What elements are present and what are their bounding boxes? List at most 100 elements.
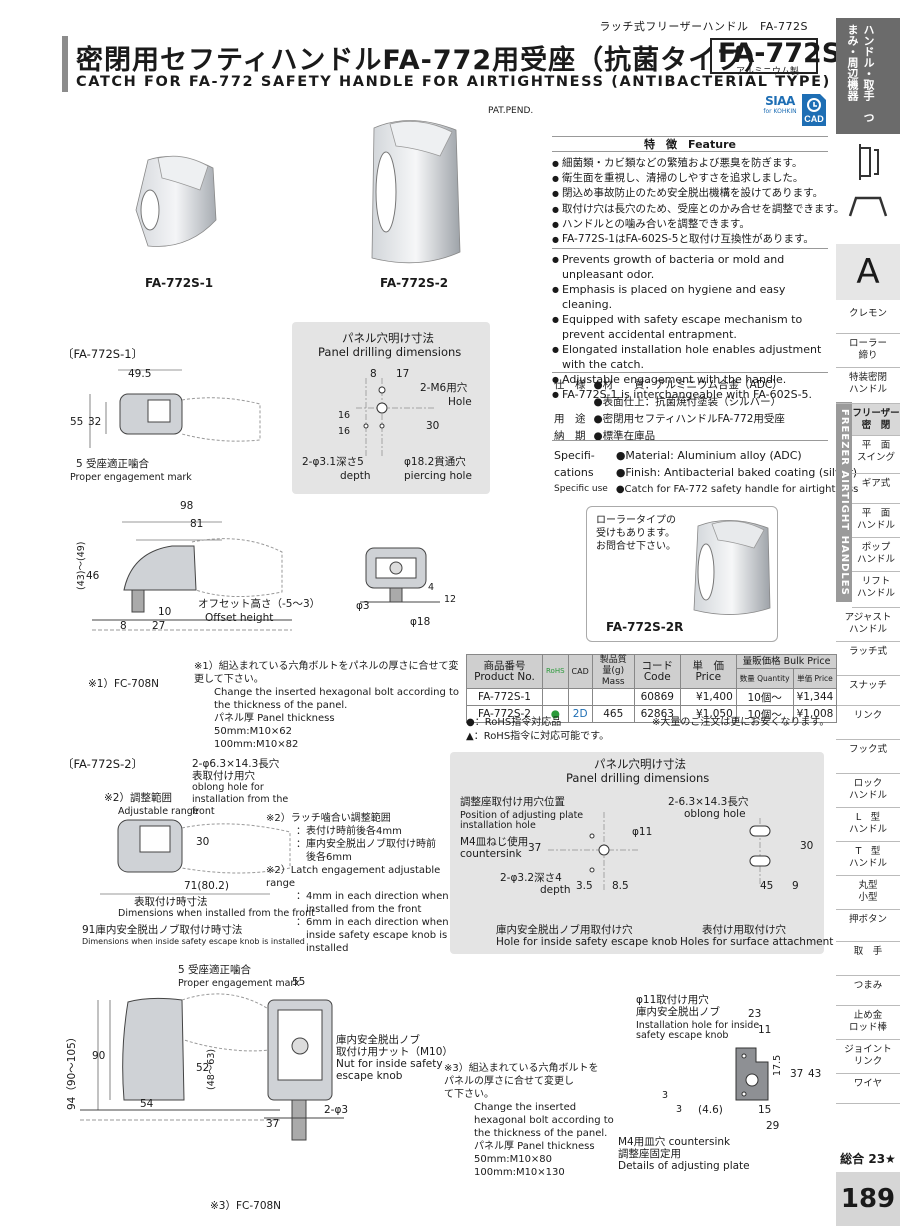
panel2-diagram-right (749, 818, 771, 884)
side-item[interactable]: 平 面 ハンドル (852, 504, 900, 538)
side-item[interactable]: ラッチ式 (836, 642, 900, 676)
feature-en: Adjustable engagement with the handle. (552, 372, 837, 387)
product-table: 商品番号 Product No. RoHS CAD 製品質量(g) Mass コ… (466, 653, 838, 723)
plate-cs-jp: M4用皿穴 (618, 1136, 666, 1148)
plate-43: 43 (808, 1068, 822, 1080)
note1-thickness: パネル厚 Panel thickness (214, 713, 335, 724)
cad-icon[interactable]: CAD (800, 92, 828, 128)
rohs-note-2: ▲：RoHS指令に対応可能です。 (466, 731, 610, 742)
panel1-title-jp: パネル穴明け寸法 (342, 331, 434, 345)
panel1-diagram (356, 378, 436, 458)
note1-en: Change the inserted hexagonal bolt accor… (214, 687, 460, 711)
s2-inside-en: Dimensions when inside safety escape kno… (82, 937, 305, 946)
th-qty: 数量 Quantity (735, 668, 794, 689)
side-item[interactable]: 特装密閉 ハンドル (836, 368, 900, 404)
side-item[interactable]: リンク (836, 706, 900, 740)
side-item[interactable]: スナッチ (836, 676, 900, 706)
plate-title-en: Installation hole for inside (636, 1020, 760, 1031)
side-item[interactable]: ポップ ハンドル (852, 538, 900, 572)
cell-bulk: ¥1,008 (792, 705, 838, 723)
cell-code: 62863 (633, 705, 681, 723)
side-category-label: ハンドル・取手 つまみ・周辺機器 (846, 24, 875, 123)
side-item[interactable]: 丸型 小型 (836, 876, 900, 910)
handle-icon (859, 144, 879, 180)
roller-note: ローラータイプの受けもあります。お問合せ下さい。 (596, 515, 676, 552)
spec-val: ●材 質：アルミニウム合金（ADC） (593, 379, 783, 391)
cell-bulk: ¥1,344 (792, 688, 838, 706)
th-rohs-label: RoHS (546, 667, 565, 675)
plate-37: 37 (790, 1068, 804, 1080)
s2-oblong: 2-φ6.3×14.3長穴 (192, 758, 280, 770)
panel1-pierce-en: piercing hole (404, 470, 472, 482)
engage-mark-en: Proper engagement mark (70, 472, 192, 483)
feature-en: Elongated installation hole enables adju… (552, 342, 837, 372)
note2-jp-2: ：庫内安全脱出ノブ取付け時前 (296, 839, 436, 850)
side-category[interactable]: ハンドル・取手 つまみ・周辺機器 (836, 18, 900, 134)
plate-cs-en: countersink (668, 1136, 731, 1148)
drawing-s2-side (80, 993, 280, 1121)
side-item[interactable]: 取 手 (836, 942, 900, 976)
side-item[interactable]: アジャスト ハンドル (836, 608, 900, 642)
s2-knob-en: Nut for inside safety (336, 1058, 443, 1070)
panel2-37: 37 (528, 842, 542, 854)
cell-rohs (542, 688, 569, 706)
s2-71: 71(80.2) (184, 880, 229, 892)
panel1-pierce: φ18.2貫通穴 (404, 456, 466, 468)
feature-jp: 衛生面を重視し、清掃のしやすさを追求しました。 (552, 171, 844, 186)
spec-val: ●Material: Aluminium alloy (ADC) (615, 449, 802, 462)
spec-key: Specific use (554, 484, 608, 494)
side-item[interactable]: フック式 (836, 740, 900, 774)
s2-knob-jp2: 取付け用ナット（M10） (336, 1046, 453, 1058)
side-item[interactable]: L 型 ハンドル (836, 808, 900, 842)
panel2-45: 45 (760, 880, 774, 892)
side-item[interactable]: つまみ (836, 976, 900, 1006)
section-label-s2: 〔FA-772S-2〕 (62, 757, 144, 771)
side-item[interactable]: 止め金 ロッド棒 (836, 1006, 900, 1040)
th-price: 単 価 Price (679, 654, 737, 689)
feature-jp: ハンドルとの噛み合いを調整できます。 (552, 217, 844, 232)
note2-jp-1: ：表付け時前後各4mm (296, 826, 402, 837)
plate-cs: M4用皿穴 countersink (618, 1136, 730, 1148)
dim-43-49: (43)～(49) (76, 541, 87, 590)
side-item[interactable]: 平 面 スイング (852, 436, 900, 474)
side-item[interactable]: ワイヤ (836, 1074, 900, 1104)
panel2-knob-jp: 庫内安全脱出ノブ用取付け穴 (496, 924, 633, 936)
side-item[interactable]: クレモン (836, 304, 900, 334)
side-item[interactable]: 押ボタン (836, 910, 900, 942)
divider (552, 248, 828, 249)
s2-phi3: 2-φ3 (324, 1104, 349, 1116)
side-item[interactable]: T 型 ハンドル (836, 842, 900, 876)
spec-table-jp: 仕 様●材 質：アルミニウム合金（ADC） ●表面仕上：抗菌焼付塗装（シルバー）… (552, 376, 793, 446)
panel1-depth-en: depth (340, 470, 371, 482)
title-accent-bar (62, 36, 68, 92)
side-item[interactable]: ジョイント リンク (836, 1040, 900, 1074)
plate-cap-jp: 調整座固定用 (618, 1148, 681, 1160)
dim-27: 27 (152, 620, 166, 632)
note2-jp-3: 後各6mm (296, 852, 352, 863)
side-item[interactable]: ロック ハンドル (836, 774, 900, 808)
spec-key: 仕 様 (554, 379, 586, 391)
table-row: FA-772S-2 ● 2D 465 62863 ¥1,050 10個～ ¥1,… (466, 705, 838, 723)
drawing-s1-front (89, 369, 261, 448)
side-item[interactable]: フリーザー 密 閉 (852, 404, 900, 436)
divider (552, 372, 828, 373)
dim-phi3: φ3 (356, 600, 370, 612)
note1-100: 100mm:M10×82 (214, 739, 299, 750)
feature-en: Equipped with safety escape mechanism to… (552, 312, 837, 342)
fc-708n-1: ※1）FC-708N (88, 678, 160, 690)
panel2-front-jp: 表付け用取付け穴 (702, 924, 786, 936)
side-item[interactable]: リフト ハンドル (852, 572, 900, 608)
side-index: ハンドル・取手 つまみ・周辺機器 A FREEZER AIRTIGHT HAND… (836, 0, 900, 1226)
s2-oblong-jp: 表取付け用穴 (192, 770, 255, 782)
drawing-s2-end (264, 999, 344, 1141)
side-item[interactable]: ギア式 (852, 474, 900, 504)
plate-17-5: 17.5 (772, 1054, 783, 1076)
siaa-text: SIAA (765, 94, 795, 108)
side-item[interactable]: ローラー 締り (836, 334, 900, 368)
panel1-m6: 2-M6用穴 (420, 382, 468, 394)
cell-code: 60869 (633, 688, 681, 706)
panel2-m4-en: countersink (460, 848, 522, 860)
roller-box (586, 506, 778, 642)
panel2-front-en: Holes for surface attachment (680, 936, 834, 948)
panel2-85: 8.5 (612, 880, 629, 892)
